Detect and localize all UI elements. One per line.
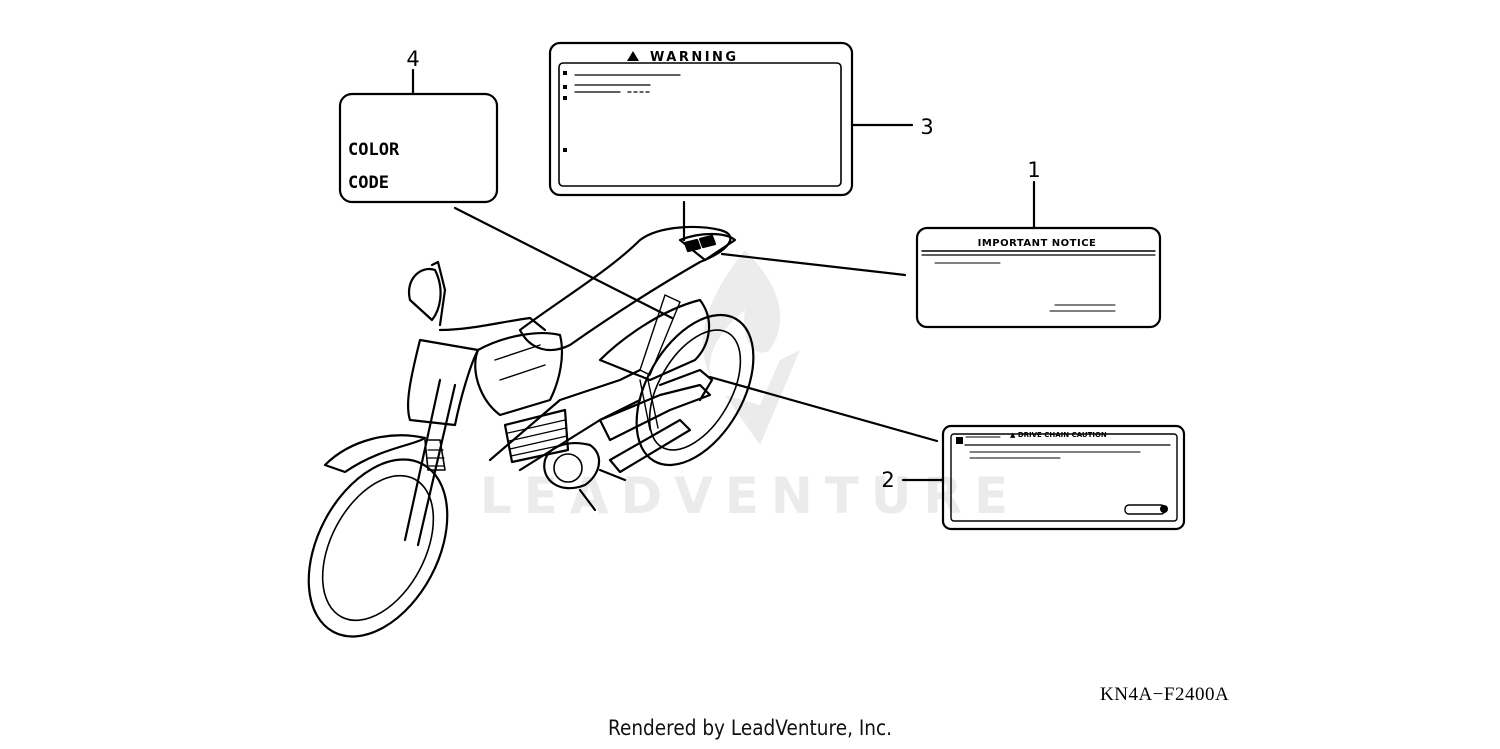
drive-chain-caution-label <box>941 424 1186 531</box>
warning-label <box>548 41 854 197</box>
callout-4-number: 4 <box>406 47 419 71</box>
chain-tool-icon <box>1124 504 1166 515</box>
color-label-text: COLOR <box>348 140 400 160</box>
callout-4-pointer <box>453 206 674 320</box>
render-credit: Rendered by LeadVenture, Inc. <box>607 716 893 740</box>
callout-2-number: 2 <box>881 468 894 492</box>
important-notice-label <box>915 226 1162 329</box>
color-code-label <box>338 92 499 204</box>
drive-chain-caution-title-text: DRIVE CHAIN CAUTION <box>1018 431 1107 439</box>
callout-1-number: 1 <box>1027 158 1040 182</box>
callout-3-number: 3 <box>920 115 933 139</box>
callout-1-pointer <box>720 252 907 277</box>
warning-label-title: WARNING <box>650 50 739 65</box>
important-notice-title: IMPORTANT NOTICE <box>978 238 1097 249</box>
watermark-logo-icon <box>702 250 800 445</box>
code-label-text: CODE <box>348 173 389 193</box>
motorcycle-illustration <box>307 225 755 638</box>
watermark-text: LEADVENTURE <box>480 467 1020 525</box>
diagram-code: KN4A−F2400A <box>1100 684 1230 705</box>
drive-chain-caution-title: ▲ DRIVE CHAIN CAUTION <box>1010 431 1107 439</box>
